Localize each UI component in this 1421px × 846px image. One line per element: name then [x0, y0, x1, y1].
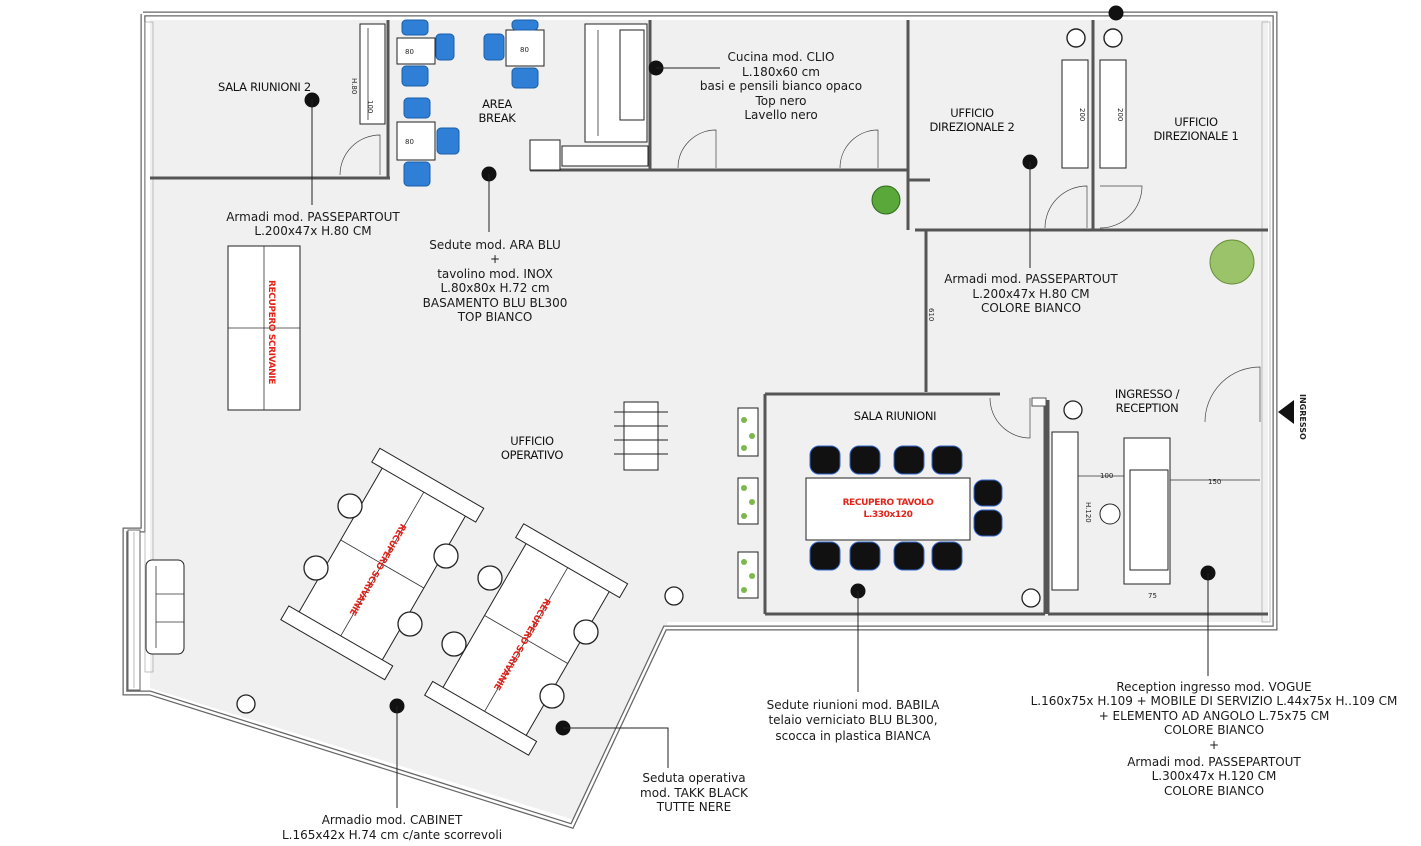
- foosball-table: [614, 401, 668, 471]
- svg-text:DIREZIONALE 2: DIREZIONALE 2: [929, 120, 1014, 134]
- svg-text:200: 200: [1116, 108, 1124, 121]
- svg-text:610: 610: [927, 308, 935, 321]
- kitchen-units: [529, 23, 649, 171]
- svg-text:INGRESSO: INGRESSO: [1298, 394, 1307, 440]
- room-sala-riunioni-2: SALA RIUNIONI 2: [218, 80, 311, 94]
- svg-text:L.160x75x H.109 + MOBILE DI SE: L.160x75x H.109 + MOBILE DI SERVIZIO L.4…: [1031, 694, 1398, 708]
- svg-text:UFFICIO: UFFICIO: [950, 106, 994, 120]
- svg-text:OPERATIVO: OPERATIVO: [501, 448, 563, 462]
- svg-text:80: 80: [520, 46, 529, 54]
- svg-text:Armadi mod. PASSEPARTOUT: Armadi mod. PASSEPARTOUT: [944, 272, 1118, 286]
- svg-text:+ ELEMENTO AD ANGOLO L.75x75 C: + ELEMENTO AD ANGOLO L.75x75 CM: [1099, 709, 1330, 723]
- svg-text:TOP BIANCO: TOP BIANCO: [457, 310, 533, 324]
- svg-text:100: 100: [366, 100, 374, 113]
- svg-text:L.300x47x H.120 CM: L.300x47x H.120 CM: [1152, 769, 1277, 783]
- svg-text:DIREZIONALE 1: DIREZIONALE 1: [1153, 129, 1238, 143]
- svg-text:tavolino mod. INOX: tavolino mod. INOX: [437, 267, 553, 281]
- svg-text:L.165x42x H.74 cm c/ante scorr: L.165x42x H.74 cm c/ante scorrevoli: [282, 828, 502, 842]
- svg-text:200: 200: [1078, 108, 1086, 121]
- svg-text:UFFICIO: UFFICIO: [1174, 115, 1218, 129]
- svg-text:L.80x80x H.72 cm: L.80x80x H.72 cm: [440, 281, 549, 295]
- svg-text:Reception ingresso mod. VOGUE: Reception ingresso mod. VOGUE: [1116, 680, 1311, 694]
- svg-text:Armadi mod. PASSEPARTOUT: Armadi mod. PASSEPARTOUT: [1127, 755, 1301, 769]
- svg-text:BREAK: BREAK: [478, 111, 516, 125]
- svg-text:Top nero: Top nero: [754, 94, 806, 108]
- svg-text:150: 150: [1208, 478, 1221, 486]
- svg-text:Sedute riunioni mod. BABILA: Sedute riunioni mod. BABILA: [767, 698, 940, 712]
- plant-icon: [871, 185, 1255, 285]
- callout-sedute-break: Sedute mod. ARA BLU + tavolino mod. INOX…: [423, 238, 568, 324]
- svg-text:AREA: AREA: [482, 97, 512, 111]
- svg-text:INGRESSO /: INGRESSO /: [1115, 387, 1180, 401]
- svg-text:L.200x47x H.80 CM: L.200x47x H.80 CM: [254, 224, 371, 238]
- svg-text:COLORE BIANCO: COLORE BIANCO: [1164, 784, 1264, 798]
- svg-text:Armadio mod. CABINET: Armadio mod. CABINET: [322, 813, 463, 827]
- svg-text:COLORE BIANCO: COLORE BIANCO: [981, 301, 1081, 315]
- svg-text:75: 75: [1148, 592, 1157, 600]
- callout-cucina: Cucina mod. CLIO L.180x60 cm basi e pens…: [700, 50, 862, 122]
- callout-armadio-cabinet: Armadio mod. CABINET L.165x42x H.74 cm c…: [282, 813, 502, 842]
- svg-text:80: 80: [405, 138, 414, 146]
- recupero-scrivanie-left: RECUPERO SCRIVANIE: [227, 245, 301, 411]
- svg-text:TUTTE NERE: TUTTE NERE: [656, 800, 731, 814]
- leader-lines: [311, 67, 1209, 808]
- svg-text:Cucina mod. CLIO: Cucina mod. CLIO: [727, 50, 834, 64]
- svg-text:Lavello nero: Lavello nero: [744, 108, 817, 122]
- svg-text:RECEPTION: RECEPTION: [1116, 401, 1179, 415]
- svg-text:L.180x60 cm: L.180x60 cm: [742, 65, 820, 79]
- area-break-furniture: 80 80 80: [396, 19, 545, 187]
- desk-cluster-1: RECUPERO SCRIVANIE: [280, 447, 485, 681]
- svg-text:H.80: H.80: [350, 78, 358, 94]
- doors: [339, 129, 1261, 439]
- svg-text:Sedute mod. ARA BLU: Sedute mod. ARA BLU: [429, 238, 561, 252]
- svg-text:L.200x47x H.80 CM: L.200x47x H.80 CM: [972, 287, 1089, 301]
- svg-text:telaio verniciato BLU BL300,: telaio verniciato BLU BL300,: [768, 713, 937, 727]
- desk-cluster-2: RECUPERO SCRIVANIE: [423, 523, 629, 756]
- cabinet-sala-riunioni-2: H.80 100: [350, 23, 386, 125]
- callout-armadi-direzionale: Armadi mod. PASSEPARTOUT L.200x47x H.80 …: [944, 272, 1118, 315]
- svg-text:mod. TAKK BLACK: mod. TAKK BLACK: [640, 786, 749, 800]
- reception-desk: 100 150 H.120 75: [1051, 431, 1260, 600]
- svg-text:+: +: [490, 252, 500, 266]
- planter-boxes: [737, 407, 759, 599]
- office-floor: [150, 20, 1268, 820]
- svg-text:Seduta operativa: Seduta operativa: [642, 771, 745, 785]
- svg-text:basi e pensili bianco opaco: basi e pensili bianco opaco: [700, 79, 862, 93]
- svg-text:SALA RIUNIONI: SALA RIUNIONI: [854, 409, 937, 423]
- operative-chairs: [236, 400, 1083, 714]
- svg-text:H.120: H.120: [1084, 502, 1092, 523]
- callout-sedute-riunioni: Sedute riunioni mod. BABILA telaio verni…: [767, 698, 940, 743]
- svg-text:80: 80: [405, 48, 414, 56]
- svg-text:COLORE BIANCO: COLORE BIANCO: [1164, 723, 1264, 737]
- direzionale-desks: 200 200: [1061, 28, 1127, 169]
- sofa: [145, 559, 185, 655]
- meeting-table: RECUPERO TAVOLO L.330x120: [805, 445, 1003, 571]
- svg-text:RECUPERO SCRIVANIE: RECUPERO SCRIVANIE: [266, 280, 276, 384]
- svg-text:BASAMENTO BLU BL300: BASAMENTO BLU BL300: [423, 296, 568, 310]
- callout-seduta-operativa: Seduta operativa mod. TAKK BLACK TUTTE N…: [640, 771, 749, 814]
- svg-text:scocca in plastica BIANCA: scocca in plastica BIANCA: [775, 729, 931, 743]
- svg-text:UFFICIO: UFFICIO: [510, 434, 554, 448]
- room-labels: SALA RIUNIONI 2 AREA BREAK UFFICIO DIREZ…: [218, 80, 1307, 462]
- callout-armadi-sala2: Armadi mod. PASSEPARTOUT L.200x47x H.80 …: [226, 210, 400, 238]
- svg-text:Armadi mod. PASSEPARTOUT: Armadi mod. PASSEPARTOUT: [226, 210, 400, 224]
- svg-text:RECUPERO TAVOLO: RECUPERO TAVOLO: [843, 498, 935, 508]
- svg-text:+: +: [1209, 738, 1219, 752]
- svg-text:L.330x120: L.330x120: [864, 510, 913, 520]
- callout-reception: Reception ingresso mod. VOGUE L.160x75x …: [1031, 680, 1398, 798]
